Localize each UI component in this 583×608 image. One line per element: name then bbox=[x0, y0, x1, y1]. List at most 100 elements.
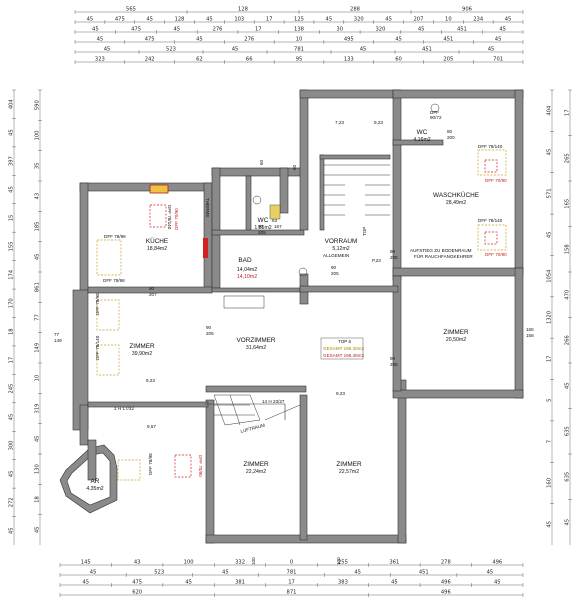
dim-bottom-0-3: 332 bbox=[235, 560, 245, 566]
door7b: 205 bbox=[331, 271, 339, 276]
dim-bottom-3-0: 620 bbox=[132, 590, 142, 596]
dim-left-a-0: 404 bbox=[9, 99, 15, 110]
dim-top-1-2: 45 bbox=[146, 17, 153, 23]
dff3-label: DFF 78/98 bbox=[95, 293, 100, 315]
kote-1: 9,23 bbox=[146, 378, 155, 383]
dim-left-a-11: 45 bbox=[9, 414, 15, 421]
dim-right-a-0: 404 bbox=[547, 105, 553, 116]
dim-left-a-14: 272 bbox=[9, 497, 15, 507]
room-wc-area: 1,55m2 bbox=[254, 225, 271, 231]
kote-2: 9,57 bbox=[147, 424, 156, 429]
dimension-chain-left: 4044539745151551741701817245453004527245… bbox=[9, 89, 42, 545]
dim-right-a-1: 45 bbox=[547, 149, 553, 156]
kote-3: 9,23 bbox=[336, 391, 345, 396]
stair-top-label: P,23 bbox=[372, 258, 381, 263]
dim-left-b-12: 130 bbox=[35, 464, 41, 474]
room-vorzimmer-area: 31,64m2 bbox=[246, 345, 266, 351]
dim-top-0-0: 565 bbox=[126, 7, 136, 13]
dim-top-3-5: 495 bbox=[344, 37, 354, 43]
roof-windows-red bbox=[149, 159, 498, 478]
dim-top-5-3: 66 bbox=[246, 57, 253, 63]
dim-bottom-1-4: 45 bbox=[354, 570, 361, 576]
dim-left-a-8: 18 bbox=[9, 328, 15, 335]
dim-left-a-15: 45 bbox=[9, 527, 15, 534]
dim-bottom-2-6: 45 bbox=[391, 580, 398, 586]
dim-left-a-13: 45 bbox=[9, 471, 15, 478]
dim-top-5-1: 242 bbox=[145, 57, 155, 63]
sink-icon bbox=[298, 267, 308, 277]
dim-bottom-0-2: 100 bbox=[184, 560, 194, 566]
room-vorraum-area: 5,12m2 bbox=[332, 246, 349, 252]
win-wb: 149 bbox=[54, 338, 62, 343]
door6: 90 bbox=[258, 224, 264, 229]
dim-left-b-8: 149 bbox=[35, 343, 41, 353]
door8: 60 bbox=[259, 159, 264, 165]
dff1-label: DFF 78/98 bbox=[104, 234, 126, 239]
dim-top-0-1: 128 bbox=[238, 7, 248, 13]
room-waschkueche-label: WASCHKÜCHE bbox=[433, 191, 479, 199]
dim-top-3-8: 45 bbox=[495, 37, 502, 43]
dim-top-4-4: 45 bbox=[360, 47, 367, 53]
dim-left-b-0: 590 bbox=[35, 100, 41, 110]
dim-bottom-0-6: 361 bbox=[389, 560, 399, 566]
kote-4: 7,23 bbox=[335, 120, 344, 125]
dim-bottom-2-2: 45 bbox=[185, 580, 192, 586]
door5: 90 bbox=[390, 356, 396, 361]
dimension-chain-right: 4044557145105413201757160451726516515847… bbox=[547, 89, 572, 545]
dim-top-2-6: 30 bbox=[336, 27, 343, 33]
win-w: 77 bbox=[54, 332, 60, 337]
room-vorraum-label: VORRAUM bbox=[325, 238, 358, 245]
dim-right-a-5: 1320 bbox=[547, 311, 553, 324]
dim-bottom-1-2: 45 bbox=[222, 570, 229, 576]
dim-top-0-3: 906 bbox=[462, 7, 472, 13]
dim-right-b-0: 17 bbox=[565, 109, 571, 116]
dim-top-1-4: 45 bbox=[206, 17, 213, 23]
room-zimmer1-label: ZIMMER bbox=[129, 343, 155, 350]
room-labels: KÜCHE 18,84m2 ZIMMER 39,90m2 AR 4,35m2 B… bbox=[86, 110, 479, 492]
dim-top-1-1: 475 bbox=[115, 17, 125, 23]
dim-top-1-13: 234 bbox=[473, 17, 484, 23]
dim-left-b-11: 45 bbox=[35, 436, 41, 443]
room-wc2-label: WC bbox=[417, 129, 428, 136]
dim-top-2-5: 138 bbox=[294, 27, 304, 33]
door2b: 205 bbox=[206, 331, 214, 336]
rauchfang-label: FÜR RAUCHFANGKEHRER bbox=[414, 253, 473, 259]
door2: 90 bbox=[206, 325, 212, 330]
dim-top-5-8: 701 bbox=[493, 57, 503, 63]
win-eb: 158 bbox=[526, 333, 534, 338]
dim-bottom-2-3: 381 bbox=[235, 580, 245, 586]
dim-right-b-3: 158 bbox=[565, 244, 571, 254]
misc-labels: THERME ALLGEMEIN TOP AUFSTIEG ZU BODENRA… bbox=[95, 120, 507, 477]
dff2-label: DFF 78/98 bbox=[103, 278, 125, 283]
room-wc2-area: 4,16m2 bbox=[413, 137, 430, 143]
room-bad-area: 14,04m2 bbox=[237, 267, 257, 273]
room-bad-area2: 14,10m2 bbox=[237, 274, 257, 280]
dim-top-5-6: 60 bbox=[395, 57, 402, 63]
dff-wc-label: DFF bbox=[430, 110, 439, 115]
dim-bottom-1-0: 45 bbox=[90, 570, 97, 576]
door6b: 205 bbox=[258, 230, 266, 235]
dim-top-3-0: 45 bbox=[97, 37, 104, 43]
toilet-icon bbox=[252, 195, 262, 205]
kote-5: 9,23 bbox=[374, 120, 383, 125]
dim-top-2-2: 45 bbox=[174, 27, 181, 33]
allgemein-label: ALLGEMEIN bbox=[323, 253, 349, 258]
top6-box bbox=[320, 337, 364, 360]
dim-top-4-2: 45 bbox=[232, 47, 239, 53]
dim-top-2-3: 276 bbox=[213, 27, 223, 33]
dim-top-3-4: 10 bbox=[296, 37, 303, 43]
dim-top-2-9: 451 bbox=[457, 27, 467, 33]
gesamt2-label: GESAMT 198,36m2 bbox=[323, 353, 364, 358]
dim-right-a-3: 45 bbox=[547, 231, 553, 238]
dim-right-b-5: 266 bbox=[565, 335, 571, 345]
dim-top-2-4: 17 bbox=[255, 27, 262, 33]
dim-top-4-5: 451 bbox=[422, 47, 432, 53]
dim-top-3-3: 276 bbox=[244, 37, 254, 43]
dim-left-a-12: 300 bbox=[9, 441, 15, 451]
dim-left-a-5: 155 bbox=[9, 241, 15, 251]
dim-bottom-2-4: 17 bbox=[288, 580, 295, 586]
toilet-icon-2 bbox=[430, 103, 440, 113]
room-zimmer3-label: ZIMMER bbox=[336, 461, 362, 468]
dim-right-a-8: 7 bbox=[547, 440, 553, 443]
win-s2: 100 bbox=[336, 557, 341, 565]
